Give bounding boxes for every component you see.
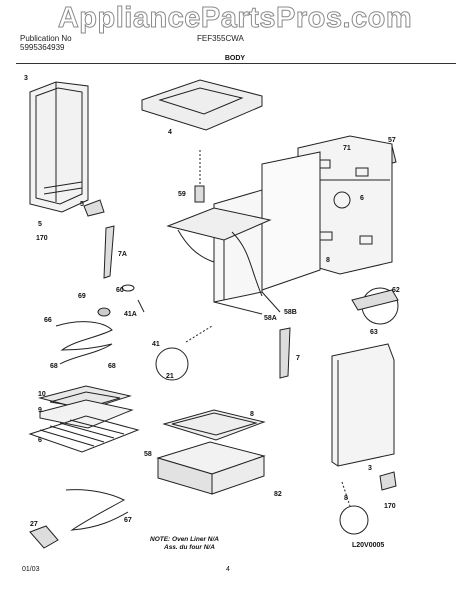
callout-5a: 5 — [80, 201, 84, 208]
callout-58a: 58A — [264, 315, 277, 322]
spacer-part — [194, 150, 205, 203]
small-part-41a — [137, 299, 145, 313]
section-title: BODY — [224, 55, 246, 62]
oven-bottom-part — [162, 409, 266, 441]
callout-67: 67 — [124, 517, 132, 524]
callout-68b: 68 — [108, 363, 116, 370]
header-rule — [16, 63, 456, 64]
broil-element-part — [55, 321, 113, 365]
callout-21: 21 — [166, 373, 174, 380]
bracket-part-27 — [29, 525, 59, 549]
callout-5b: 5 — [38, 221, 42, 228]
small-part-60 — [121, 284, 135, 292]
callout-10: 10 — [38, 391, 46, 398]
knob-part — [97, 307, 111, 317]
callout-59: 59 — [178, 191, 186, 198]
broiler-pan-part — [38, 385, 134, 429]
callout-7a: 7A — [118, 251, 127, 258]
callout-labels: 3 4 57 71 59 5 6 170 5 8 7A 60 41A 69 58… — [24, 75, 400, 528]
bake-element-part — [65, 489, 129, 531]
footer-date: 01/03 — [22, 566, 40, 573]
callout-6b: 8 — [344, 495, 348, 502]
callout-3b: 3 — [368, 465, 372, 472]
side-panel-part — [331, 343, 395, 467]
diagram-code: L20V0005 — [352, 542, 385, 549]
callout-9: 9 — [38, 407, 42, 414]
oven-rack-part — [28, 415, 140, 453]
callout-87: 6 — [360, 195, 364, 202]
cabinet-body-part — [166, 151, 321, 315]
callout-170a: 170 — [36, 235, 48, 242]
callout-58b: 58B — [284, 309, 297, 316]
callout-82: 82 — [274, 491, 282, 498]
callout-62: 62 — [392, 287, 400, 294]
callout-58: 58 — [144, 451, 152, 458]
note-ass-du-four: Ass. du four N/A — [164, 544, 215, 551]
top-cover-part — [141, 79, 263, 131]
hinge-bracket-left — [83, 199, 105, 217]
callout-57: 57 — [388, 137, 396, 144]
callout-68a: 68 — [50, 363, 58, 370]
model-number: FEF355CWA — [197, 34, 244, 43]
footer-page: 4 — [226, 566, 230, 573]
oven-door-part — [29, 81, 89, 213]
callout-6a: 6 — [38, 437, 42, 444]
detail-circle-21 — [155, 347, 189, 381]
callout-7: 7 — [296, 355, 300, 362]
note-oven-liner: NOTE: Oven Liner N/A — [150, 536, 219, 543]
callout-71: 71 — [343, 145, 351, 152]
callout-60: 60 — [116, 287, 124, 294]
callout-27: 27 — [30, 521, 38, 528]
callout-4: 4 — [168, 129, 172, 136]
publication-number: 5995364939 — [20, 43, 65, 52]
callout-66: 66 — [44, 317, 52, 324]
callout-170b: 170 — [384, 503, 396, 510]
callout-3a: 3 — [24, 75, 28, 82]
storage-drawer-part — [156, 441, 266, 495]
callout-8b: 8 — [250, 411, 254, 418]
callout-41: 41 — [152, 341, 160, 348]
callout-41a: 41A — [124, 311, 137, 318]
leveling-leg-detail — [339, 505, 369, 535]
door-hinge-7 — [279, 327, 291, 379]
door-hinge-7a — [103, 225, 115, 279]
callout-63: 63 — [370, 329, 378, 336]
publication-label: Publication No — [20, 34, 72, 43]
hinge-bracket-right — [379, 471, 397, 491]
callout-69: 69 — [78, 293, 86, 300]
callout-8a: 8 — [326, 257, 330, 264]
